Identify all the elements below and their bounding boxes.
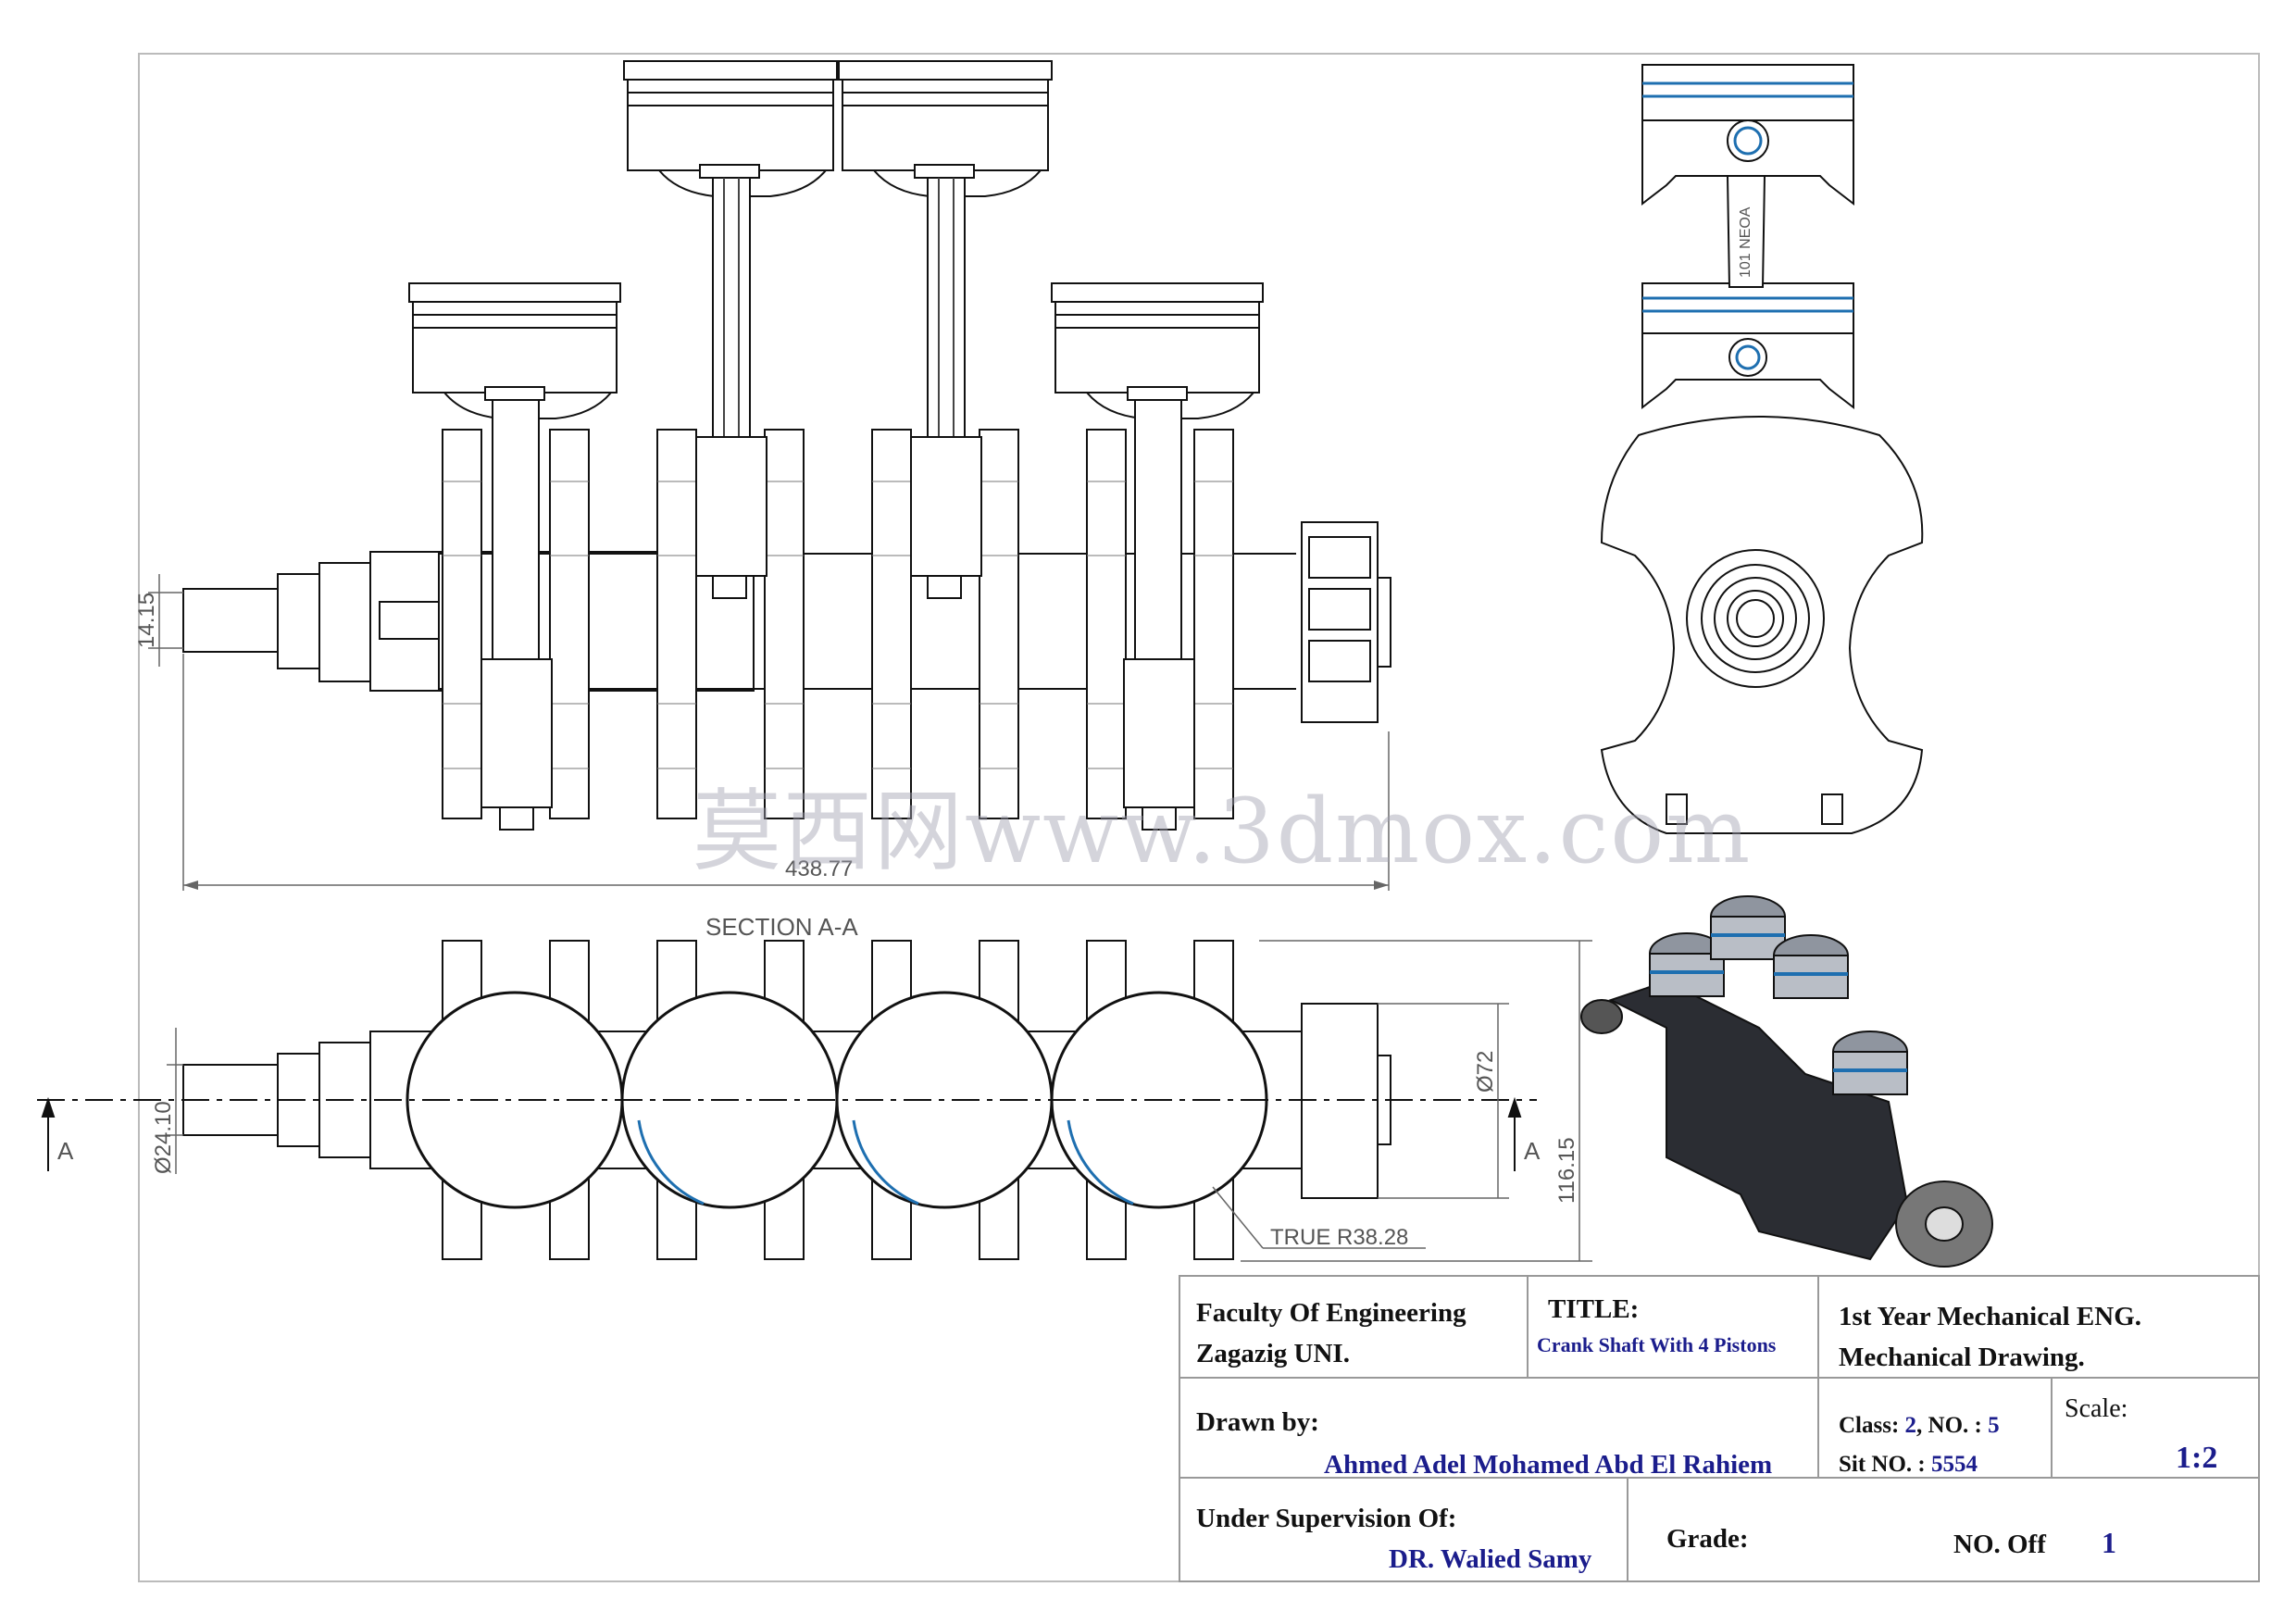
section-label: SECTION A-A (705, 913, 858, 941)
sit-label: Sit NO. : (1839, 1452, 1926, 1477)
no-off-value: 1 (2102, 1526, 2116, 1559)
piston-2 (623, 60, 838, 599)
isometric-view (1580, 895, 1993, 1268)
webs (442, 429, 1234, 819)
class-line: Class: 2, NO. : 5 (1839, 1413, 2000, 1439)
watermark: 莫西网www.3dmox.com (693, 780, 1753, 883)
drawn-by-value: Ahmed Adel Mohamed Abd El Rahiem (1324, 1450, 1773, 1480)
course-line1: 1st Year Mechanical ENG. (1839, 1302, 2142, 1331)
class-label: Class: (1839, 1413, 1900, 1438)
no-value: 5 (1988, 1413, 2000, 1438)
grade-label: Grade: (1666, 1524, 1749, 1554)
scale-label: Scale: (2065, 1394, 2128, 1423)
piston-1 (408, 282, 621, 831)
sit-value: 5554 (1931, 1452, 1978, 1477)
class-value: 2 (1904, 1413, 1917, 1438)
title-label: TITLE: (1548, 1294, 1640, 1324)
dim-front-width: 438.77 (785, 856, 853, 881)
dim-section-height: 116.15 (1554, 1137, 1579, 1204)
dim-true-radius: TRUE R38.28 (1270, 1225, 1408, 1250)
sit-line: Sit NO. : 5554 (1839, 1452, 1978, 1478)
supervision-label: Under Supervision Of: (1196, 1504, 1457, 1533)
drawn-by-label: Drawn by: (1196, 1407, 1319, 1437)
course-line2: Mechanical Drawing. (1839, 1343, 2085, 1372)
section-dimensions (167, 940, 1592, 1262)
dim-flange-diameter: Ø72 (1473, 1051, 1498, 1093)
title-value: Crank Shaft With 4 Pistons (1537, 1333, 1777, 1356)
front-view (182, 60, 1391, 831)
title-block-grid (1179, 1275, 2260, 1582)
section-marker-left: A (57, 1137, 74, 1165)
front-view-dimensions (148, 574, 1390, 891)
dim-shaft-diameter: Ø24.10 (151, 1101, 176, 1174)
institution-line2: Zagazig UNI. (1196, 1339, 1350, 1368)
dim-shaft-height: 14.15 (134, 593, 159, 648)
no-label: , NO. : (1916, 1413, 1982, 1438)
piston-4 (1051, 282, 1264, 831)
supervisor-name: DR. Walied Samy (1389, 1544, 1592, 1574)
no-off-label: NO. Off (1953, 1530, 2046, 1559)
side-view (1600, 64, 1924, 834)
piston-3 (838, 60, 1053, 599)
scale-value: 1:2 (2176, 1441, 2218, 1475)
institution-line1: Faculty Of Engineering (1196, 1298, 1466, 1328)
rod-marking: 101 NEOA (1738, 206, 1753, 278)
section-marker-right: A (1524, 1137, 1541, 1165)
section-arrows (41, 1096, 1522, 1171)
